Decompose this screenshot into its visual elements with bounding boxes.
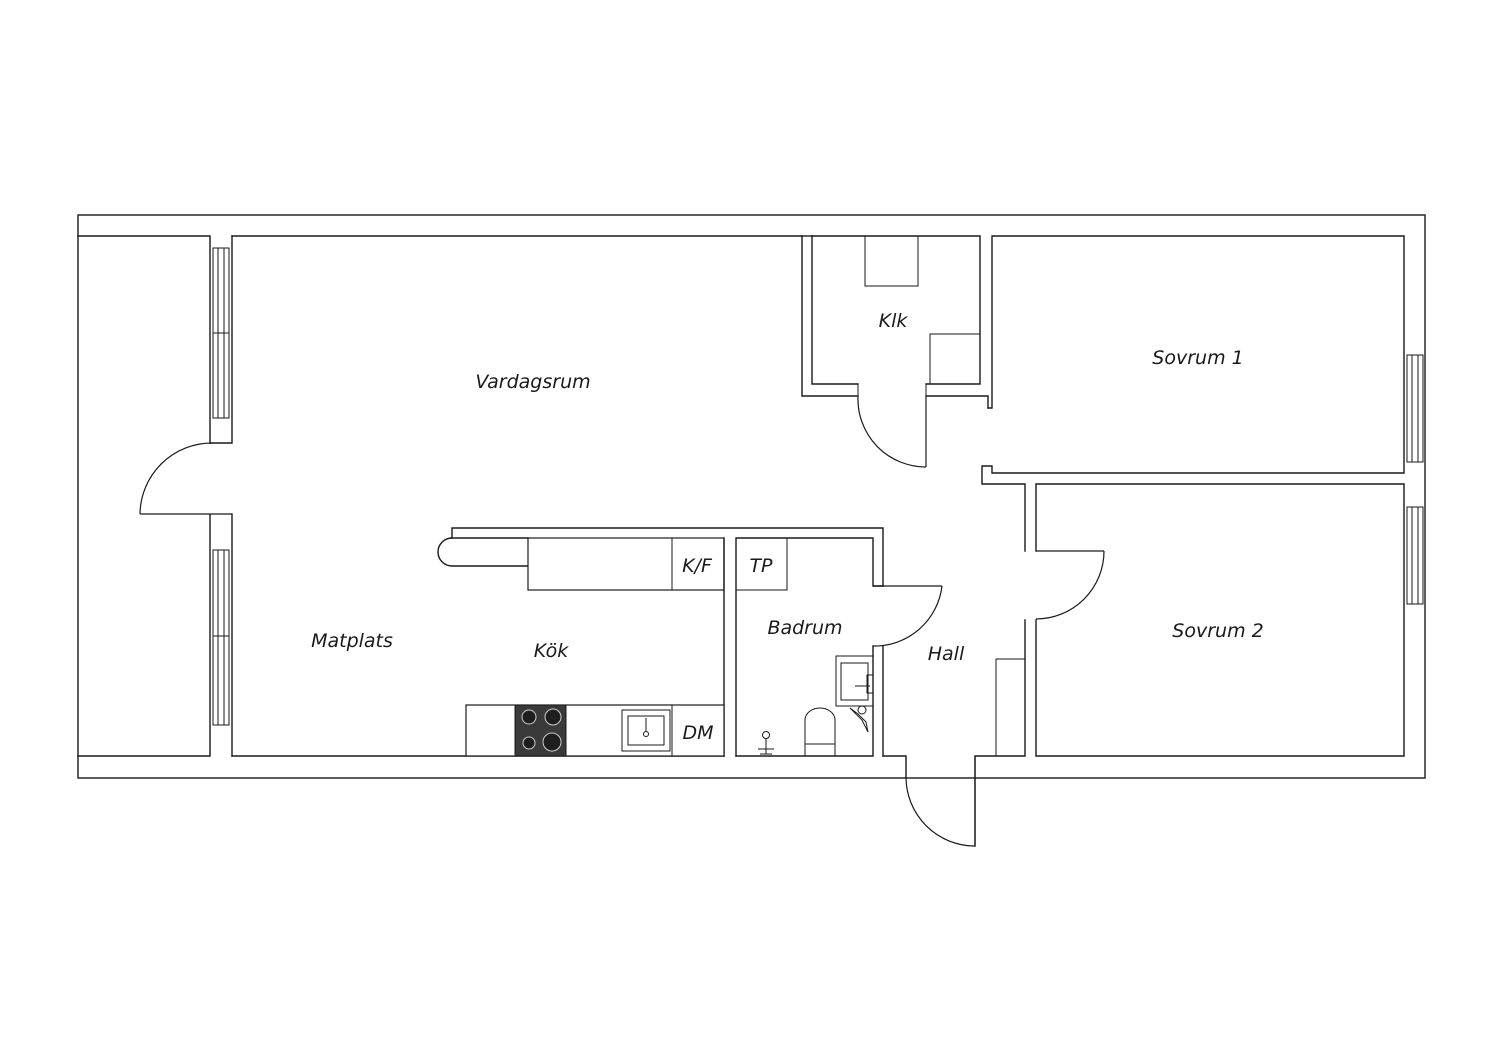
- fixture-label-tp: TP: [749, 555, 773, 577]
- room-label-kok: Kök: [534, 640, 569, 662]
- bedroom-2: [974, 483, 1424, 847]
- outer-wall: [77, 214, 1426, 779]
- room-label-klk: Klk: [879, 310, 909, 332]
- room-label-hall: Hall: [928, 643, 965, 665]
- klk-closet: [801, 235, 989, 468]
- room-label-matplats: Matplats: [311, 630, 393, 652]
- living-room-wall: [231, 235, 859, 397]
- floor-drain-icon: [758, 731, 774, 755]
- balcony: [77, 235, 211, 757]
- bedroom-1: [981, 235, 1424, 552]
- toilet: [804, 707, 836, 757]
- room-label-sovrum-1: Sovrum 1: [1152, 347, 1243, 369]
- fixture-label-dm: DM: [682, 722, 713, 744]
- fixture-label-kf: K/F: [682, 555, 713, 577]
- window-left-lower: [212, 549, 230, 726]
- room-label-badrum: Badrum: [767, 617, 842, 639]
- room-label-vardagsrum: Vardagsrum: [475, 371, 590, 393]
- shower-icon: [849, 705, 869, 733]
- bathroom: [735, 537, 943, 757]
- kitchen-partition: [437, 527, 884, 757]
- window-left-upper: [212, 247, 230, 419]
- room-label-sovrum-2: Sovrum 2: [1172, 620, 1263, 642]
- kitchen-sink: [621, 709, 671, 752]
- entrance-door: [882, 755, 976, 847]
- balcony-door: [139, 235, 233, 757]
- kitchen-counter: [465, 704, 725, 757]
